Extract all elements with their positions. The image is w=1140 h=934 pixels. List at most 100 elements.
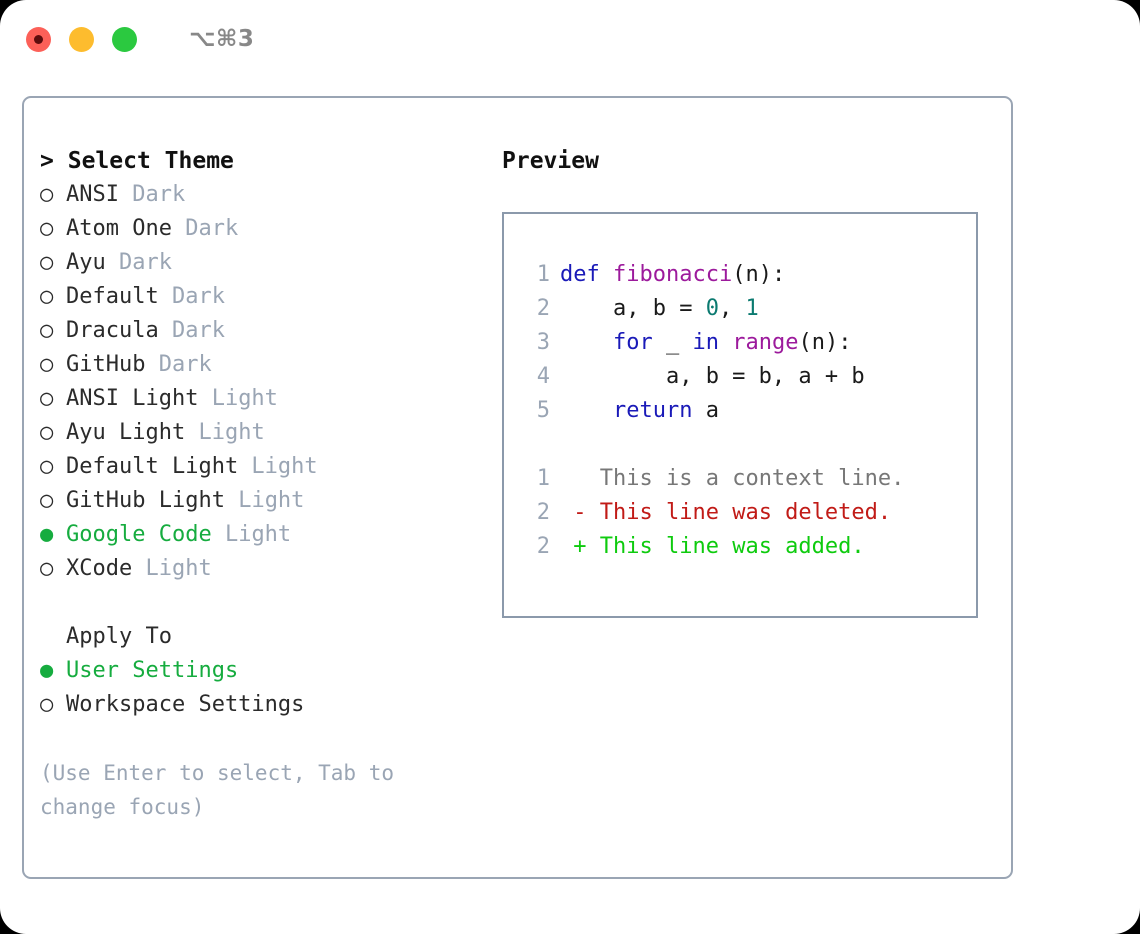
apply-to-title: Apply To <box>66 624 172 649</box>
code-token-pl <box>719 330 732 355</box>
theme-option-default[interactable]: ○ Default Dark <box>40 280 480 314</box>
theme-option-label: Atom One <box>66 216 172 241</box>
line-number: 4 <box>536 364 550 389</box>
diff-text: This line was added. <box>599 534 865 559</box>
code-token-pl: (n): <box>732 262 786 287</box>
apply-to-option-label: Workspace Settings <box>66 692 305 717</box>
select-theme-heading: > Select Theme <box>40 144 480 178</box>
theme-option-label: ANSI Light <box>66 386 199 411</box>
code-line: 4 a, b = b, a + b <box>504 360 976 394</box>
theme-option-label: GitHub <box>66 352 146 377</box>
diff-line-del: 2 - This line was deleted. <box>504 496 976 530</box>
theme-option-github-light[interactable]: ○ GitHub Light Light <box>40 484 480 518</box>
theme-option-ansi-light[interactable]: ○ ANSI Light Light <box>40 382 480 416</box>
code-token-pl <box>560 398 613 423</box>
code-token-pl: a, b = b, a + b <box>560 364 865 389</box>
line-number: 2 <box>536 500 550 525</box>
theme-option-label: Default <box>66 284 159 309</box>
theme-option-variant: Dark <box>118 182 186 207</box>
theme-option-ayu-light[interactable]: ○ Ayu Light Light <box>40 416 480 450</box>
diff-line-add: 2 + This line was added. <box>504 530 976 564</box>
radio-unselected-icon: ○ <box>40 216 67 241</box>
theme-option-variant: Dark <box>145 352 212 377</box>
theme-list: ○ ANSI Dark○ Atom One Dark○ Ayu Dark○ De… <box>40 178 480 586</box>
title-bar: ⌥⌘3 <box>0 0 1140 78</box>
apply-to-list: ● User Settings○ Workspace Settings <box>40 654 480 722</box>
code-token-kw: def <box>560 262 600 287</box>
diff-marker <box>560 466 600 491</box>
maximize-button[interactable] <box>112 26 137 52</box>
close-button[interactable] <box>26 26 51 52</box>
theme-option-ayu[interactable]: ○ Ayu Dark <box>40 246 480 280</box>
code-token-pl: , <box>718 296 746 321</box>
code-line: 3 for _ in range(n): <box>504 326 976 360</box>
code-token-fn: range <box>732 330 799 355</box>
code-token-pl: a <box>692 398 719 423</box>
minimize-button[interactable] <box>69 26 94 52</box>
traffic-light-group <box>26 26 137 52</box>
code-token-pl <box>600 262 613 287</box>
select-theme-title: Select Theme <box>67 148 234 174</box>
radio-unselected-icon: ○ <box>40 352 67 377</box>
line-number: 1 <box>536 466 550 491</box>
code-token-num: 1 <box>745 296 759 321</box>
diff-sample: 1 This is a context line.2 - This line w… <box>504 462 976 564</box>
theme-option-label: Default Light <box>66 454 239 479</box>
diff-text: This line was deleted. <box>599 500 892 525</box>
theme-option-default-light[interactable]: ○ Default Light Light <box>40 450 480 484</box>
apply-to-option-workspace-settings[interactable]: ○ Workspace Settings <box>40 688 480 722</box>
theme-option-label: Google Code <box>66 522 212 547</box>
code-token-kw: return <box>612 398 693 423</box>
radio-unselected-icon: ○ <box>40 386 67 411</box>
theme-option-xcode[interactable]: ○ XCode Light <box>40 552 480 586</box>
main-panel: > Select Theme ○ ANSI Dark○ Atom One Dar… <box>22 96 1013 879</box>
apply-to-spacer: ○ <box>40 620 66 654</box>
theme-option-variant: Dark <box>105 250 172 275</box>
theme-option-variant: Light <box>132 556 212 581</box>
radio-unselected-icon: ○ <box>40 454 67 479</box>
theme-option-variant: Light <box>185 420 265 445</box>
theme-option-variant: Light <box>198 386 278 411</box>
theme-option-variant: Light <box>224 488 305 513</box>
theme-option-label: Ayu Light <box>66 420 186 445</box>
theme-option-atom-one[interactable]: ○ Atom One Dark <box>40 212 480 246</box>
theme-picker-column: > Select Theme ○ ANSI Dark○ Atom One Dar… <box>40 144 480 824</box>
code-token-pl: _ <box>652 330 693 355</box>
radio-unselected-icon: ○ <box>40 182 67 207</box>
keyboard-shortcut-label: ⌥⌘3 <box>189 26 255 52</box>
code-token-fn: fibonacci <box>613 262 733 287</box>
keyboard-hint: (Use Enter to select, Tab to change focu… <box>40 761 407 819</box>
radio-unselected-icon: ○ <box>40 488 67 513</box>
theme-option-label: ANSI <box>66 182 119 207</box>
prompt-caret: > <box>40 148 54 174</box>
diff-line-ctx: 1 This is a context line. <box>504 462 976 496</box>
theme-option-variant: Light <box>238 454 318 479</box>
apply-to-option-user-settings[interactable]: ● User Settings <box>40 654 480 688</box>
code-token-pl: a, b = <box>560 296 706 321</box>
radio-unselected-icon: ○ <box>40 250 67 275</box>
radio-unselected-icon: ○ <box>40 318 67 343</box>
theme-option-github[interactable]: ○ GitHub Dark <box>40 348 480 382</box>
code-token-kw: in <box>692 330 719 355</box>
line-number: 5 <box>536 398 550 423</box>
code-token-num: 0 <box>705 296 719 321</box>
theme-option-ansi[interactable]: ○ ANSI Dark <box>40 178 480 212</box>
line-number: 2 <box>536 296 550 321</box>
radio-selected-icon: ● <box>40 522 67 547</box>
theme-option-variant: Dark <box>158 284 225 309</box>
theme-option-label: Dracula <box>66 318 159 343</box>
apply-to-option-label: User Settings <box>66 658 239 683</box>
code-line: 5 return a <box>504 394 976 428</box>
theme-option-google-code[interactable]: ● Google Code Light <box>40 518 480 552</box>
theme-option-variant: Dark <box>171 216 239 241</box>
theme-option-dracula[interactable]: ○ Dracula Dark <box>40 314 480 348</box>
radio-unselected-icon: ○ <box>40 692 67 717</box>
diff-text: This is a context line. <box>599 466 905 491</box>
theme-option-variant: Dark <box>158 318 225 343</box>
radio-unselected-icon: ○ <box>40 556 67 581</box>
theme-option-label: Ayu <box>66 250 106 275</box>
